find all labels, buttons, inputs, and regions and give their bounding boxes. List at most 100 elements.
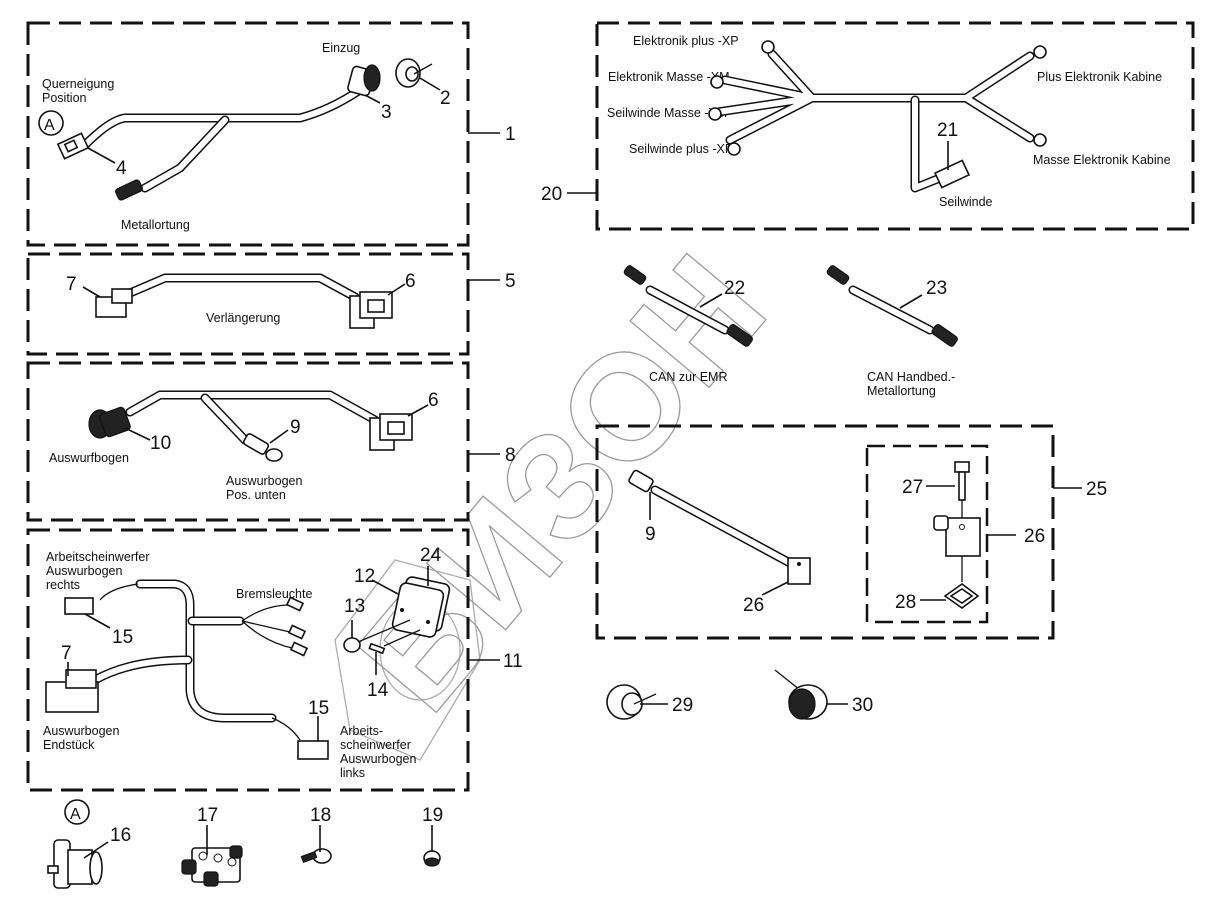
brake-lamp-24-icon xyxy=(391,576,451,638)
callout-3: 3 xyxy=(381,102,392,123)
group-8-frame xyxy=(26,361,470,522)
callout-17: 17 xyxy=(197,805,218,826)
group-11: 11 Arbeitscheinwerfer Auswurbogen rechts… xyxy=(26,528,523,792)
loose-items-bottom: A 16 17 18 19 xyxy=(47,799,443,889)
label-pos-unten: Pos. unten xyxy=(226,488,286,502)
callout-9-group8: 9 xyxy=(290,417,301,438)
callout-23: 23 xyxy=(926,278,947,299)
label-seilwinde-plus: Seilwinde plus -XP xyxy=(629,142,733,156)
connector-3-icon xyxy=(347,64,381,97)
callout-10: 10 xyxy=(150,433,171,454)
label-seilwinde-masse: Seilwinde Masse -XM xyxy=(607,106,727,120)
harness-11-trunk xyxy=(135,579,277,723)
callout-27: 27 xyxy=(902,477,923,498)
connector-9-icon xyxy=(242,433,283,462)
label-asw-links-2: scheinwerfer xyxy=(340,738,411,752)
watermark-text: БИЗОН xyxy=(326,225,797,741)
label-metallortung: Metallortung xyxy=(121,218,190,232)
callout-18: 18 xyxy=(310,805,331,826)
can-cable-22-icon xyxy=(623,265,753,347)
gasket-28-icon xyxy=(943,583,980,609)
ring-terminals-icon xyxy=(708,40,1047,156)
callout-26-right: 26 xyxy=(1024,526,1045,547)
connector-6-lower-icon xyxy=(369,413,413,451)
metallortung-plug-icon xyxy=(115,179,143,201)
callout-15-left: 15 xyxy=(308,698,329,719)
label-verlaengerung: Verlängerung xyxy=(206,311,280,325)
group-25-frame xyxy=(595,424,1055,640)
label-endstueck-2: Endstück xyxy=(43,738,95,752)
label-bremsleuchte: Bremsleuchte xyxy=(236,587,312,601)
callout-11: 11 xyxy=(503,651,523,672)
watermark: БИЗОН xyxy=(325,224,798,761)
label-masse-kabine: Masse Elektronik Kabine xyxy=(1033,153,1171,167)
group-20: 20 Elektronik plus -XP Elektronik Masse … xyxy=(541,21,1195,231)
label-endstueck-1: Auswurbogen xyxy=(43,724,119,738)
label-asw-rechts-3: rechts xyxy=(46,578,80,592)
callout-29: 29 xyxy=(672,695,693,716)
callout-15-right: 15 xyxy=(112,627,133,648)
label-auswurbogen-pos: Auswurbogen xyxy=(226,474,302,488)
connector-15-left-icon xyxy=(297,740,329,760)
cap-29-icon xyxy=(606,684,657,720)
label-seilwinde: Seilwinde xyxy=(939,195,993,209)
label-elektronik-masse: Elektronik Masse -XM xyxy=(608,70,730,84)
callout-19: 19 xyxy=(422,805,443,826)
group-20-frame xyxy=(595,21,1195,231)
bremsleuchte-wires xyxy=(241,604,293,649)
bolt-27-icon xyxy=(954,461,970,520)
connector-6-icon xyxy=(349,291,393,329)
callout-22: 22 xyxy=(724,278,745,299)
bremsleuchte-terminals-icon xyxy=(285,596,309,657)
label-asw-rechts-2: Auswurbogen xyxy=(46,564,122,578)
can-cables: 22 CAN zur EMR 23 CAN Handbed.- Metallor… xyxy=(623,265,958,398)
label-can-hand-1: CAN Handbed.- xyxy=(867,370,955,384)
fuse-14-icon xyxy=(368,629,421,655)
callout-7-lower: 7 xyxy=(61,643,72,664)
callout-14: 14 xyxy=(367,680,389,701)
cap-30-icon xyxy=(774,669,828,720)
label-asw-links-4: links xyxy=(340,766,365,780)
callout-8: 8 xyxy=(505,445,516,466)
callout-20: 20 xyxy=(541,184,562,205)
callout-28: 28 xyxy=(895,592,916,613)
label-can-hand-2: Metallortung xyxy=(867,384,936,398)
callout-24: 24 xyxy=(420,545,442,566)
label-asw-rechts-1: Arbeitscheinwerfer xyxy=(46,550,150,564)
callout-7-top: 7 xyxy=(66,274,77,295)
marker-a-bottom: A xyxy=(70,806,81,823)
group-8: 8 Auswurfbogen Auswurbogen Pos. unten 10… xyxy=(26,361,516,522)
group-5: 5 Verlängerung 7 6 xyxy=(26,252,516,356)
label-plus-kabine: Plus Elektronik Kabine xyxy=(1037,70,1162,84)
connector-7-icon xyxy=(95,288,133,318)
callout-9-group25: 9 xyxy=(645,524,656,545)
cable-9-26-icon xyxy=(628,469,811,585)
group-25: 25 9 26 27 26 28 xyxy=(595,424,1107,640)
marker-a-bottom-circle-icon xyxy=(64,799,90,825)
callout-25: 25 xyxy=(1086,479,1107,500)
clamp-18-icon xyxy=(300,848,332,864)
marker-a: A xyxy=(44,117,55,134)
callout-12: 12 xyxy=(354,566,375,587)
label-querneigung: Querneigung xyxy=(42,77,114,91)
callout-4: 4 xyxy=(116,158,127,179)
caps: 29 30 xyxy=(606,669,873,720)
connector-7-lower-icon xyxy=(45,669,99,713)
label-position: Position xyxy=(42,91,87,105)
label-asw-links-3: Auswurbogen xyxy=(340,752,416,766)
group-5-frame xyxy=(26,252,470,356)
group-25-subframe xyxy=(865,444,989,624)
marker-a-circle-icon xyxy=(38,110,64,136)
can-cable-23-icon xyxy=(826,265,958,347)
callout-16: 16 xyxy=(110,825,131,846)
label-einzug: Einzug xyxy=(322,41,360,55)
callout-26-left: 26 xyxy=(743,595,764,616)
group-1-frame xyxy=(26,21,470,247)
plug-26-icon xyxy=(933,515,981,582)
callout-21: 21 xyxy=(937,120,958,141)
connector-4-icon xyxy=(56,132,90,160)
t-connector-17-icon xyxy=(181,845,243,887)
clip-19-icon xyxy=(423,850,441,867)
label-can-emr: CAN zur EMR xyxy=(649,370,727,384)
